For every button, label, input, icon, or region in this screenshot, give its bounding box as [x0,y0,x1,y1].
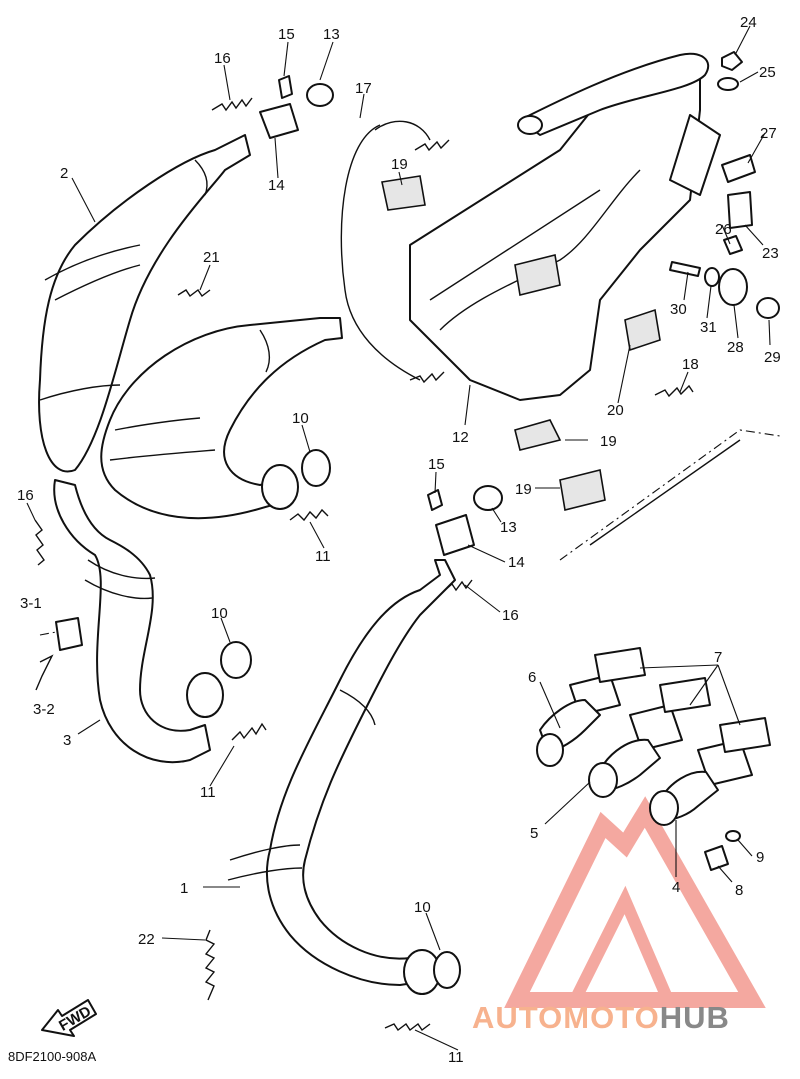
callout-27: 27 [760,125,777,142]
diagram-code: 8DF2100-908A [8,1049,96,1064]
watermark-text-part1: AUTOMOTO [472,1000,660,1035]
callout-5: 5 [530,825,538,842]
callout-28: 28 [727,339,744,356]
callout-22: 22 [138,931,155,948]
callout-23: 23 [762,245,779,262]
callout-26: 26 [715,221,732,238]
callout-labels: 1 2 3 3-1 3-2 4 5 6 7 8 9 10 10 10 11 11… [17,14,781,1066]
callout-15-b: 15 [428,456,445,473]
leader-lines [26,25,771,1051]
manifold-parts [536,647,771,871]
callout-17: 17 [355,80,372,97]
callout-12: 12 [452,429,469,446]
callout-16-a: 16 [214,50,231,67]
callout-7: 7 [714,649,722,666]
callout-19-c: 19 [515,481,532,498]
springs [34,75,694,1032]
callout-30: 30 [670,301,687,318]
callout-6: 6 [528,669,536,686]
callout-20: 20 [607,402,624,419]
callout-14-b: 14 [508,554,525,571]
watermark-logo [504,796,766,1008]
callout-9: 9 [756,849,764,866]
callout-13-a: 13 [323,26,340,43]
callout-8: 8 [735,882,743,899]
callout-3-1: 3-1 [20,595,42,612]
callout-19-a: 19 [391,156,408,173]
callout-29: 29 [764,349,781,366]
callout-11-a: 11 [315,548,331,565]
callout-16-b: 16 [17,487,34,504]
callout-18: 18 [682,356,699,373]
watermark-text-part2: HUB [660,1000,730,1035]
callout-3-2: 3-2 [33,701,55,718]
callout-25: 25 [759,64,776,81]
callout-2: 2 [60,165,68,182]
callout-10-b: 10 [211,605,228,622]
watermark-text: AUTOMOTOHUB [472,1000,730,1035]
callout-3: 3 [63,732,71,749]
exhaust-pipe-middle [100,317,343,520]
callout-13-b: 13 [500,519,517,536]
exhaust-pipe-1 [227,559,456,995]
callout-14-a: 14 [268,177,285,194]
muffler-assembly-rear [340,52,781,561]
callout-24: 24 [740,14,757,31]
callout-19-b: 19 [600,433,617,450]
callout-31: 31 [700,319,717,336]
callout-4: 4 [672,879,680,896]
callout-1: 1 [180,880,188,897]
hardware-right [669,51,780,319]
fwd-arrow: FWD [41,999,97,1037]
callout-11-b: 11 [200,784,216,801]
exhaust-pipe-3 [53,479,224,764]
callout-11-c: 11 [448,1049,464,1066]
callout-10-c: 10 [414,899,431,916]
callout-21: 21 [203,249,220,266]
exhaust-pipe-2 [38,134,251,473]
callout-15-a: 15 [278,26,295,43]
callout-16-c: 16 [502,607,519,624]
callout-10-a: 10 [292,410,309,427]
